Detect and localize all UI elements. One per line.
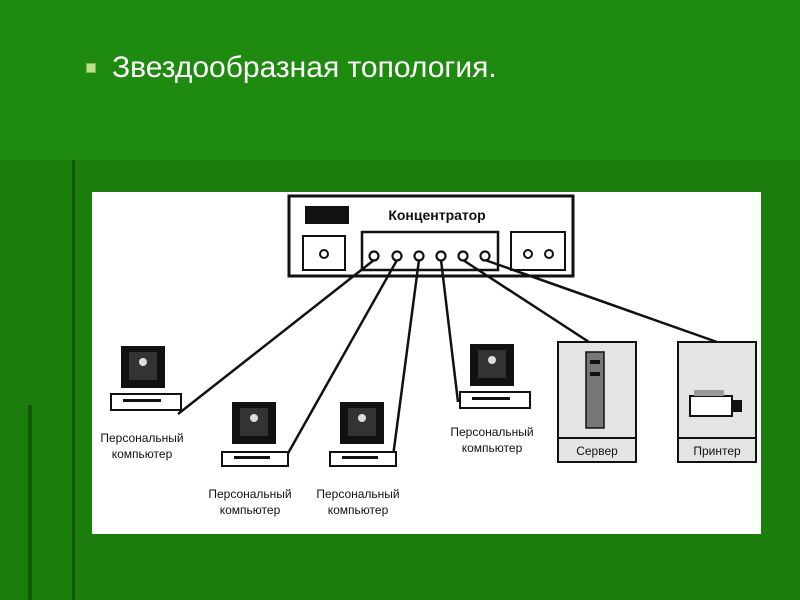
bullet-icon xyxy=(86,63,96,73)
background-line xyxy=(72,160,75,600)
star-topology-diagram: Концентратор xyxy=(92,192,761,534)
pc4-label-line2: компьютер xyxy=(462,441,523,455)
cable-pc1 xyxy=(177,259,375,415)
pc2-label-line1: Персональный xyxy=(208,487,291,501)
cable-printer xyxy=(484,258,718,344)
cable-pc2 xyxy=(280,259,399,465)
bullet-item: Звездообразная топология. xyxy=(86,48,497,88)
pc1-label-line1: Персональный xyxy=(100,431,183,445)
cable-pc4 xyxy=(439,259,460,403)
pc1-label-line2: компьютер xyxy=(112,447,173,461)
cables xyxy=(177,258,718,465)
pc-icon xyxy=(459,344,531,409)
background-line xyxy=(28,405,32,600)
cable-pc3 xyxy=(390,259,421,465)
server-label: Сервер xyxy=(576,444,618,458)
printer-label: Принтер xyxy=(693,444,741,458)
slide-title: Звездообразная топология. xyxy=(112,51,497,84)
pc-icon xyxy=(329,402,397,467)
printer-icon xyxy=(677,341,757,463)
pc3-label-line2: компьютер xyxy=(328,503,389,517)
pc3-label-line1: Персональный xyxy=(316,487,399,501)
pc-icon xyxy=(221,402,289,467)
cable-server xyxy=(462,258,593,346)
hub: Концентратор xyxy=(287,194,575,278)
pc4-label-line1: Персональный xyxy=(450,425,533,439)
pc-icon xyxy=(110,346,182,411)
pc2-label-line2: компьютер xyxy=(220,503,281,517)
diagram-canvas: Концентратор xyxy=(100,194,757,517)
hub-label: Концентратор xyxy=(388,207,485,223)
server-icon xyxy=(557,341,637,463)
